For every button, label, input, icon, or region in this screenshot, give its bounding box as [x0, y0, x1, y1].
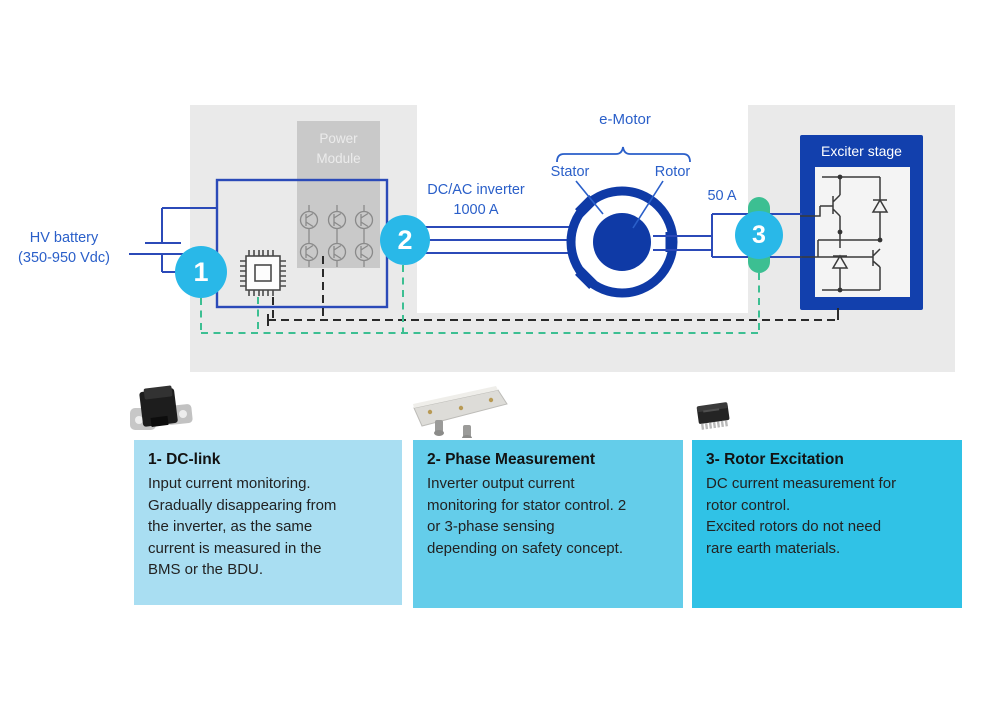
- rotor-label: Rotor: [654, 164, 691, 180]
- stator-label: Stator: [550, 164, 590, 180]
- ic-chip-photo: [696, 402, 730, 430]
- exciter-stage-inner-panel: [815, 167, 910, 297]
- dc-link-sensor-photo: [130, 385, 193, 430]
- card-rotor-excitation-body: DC current measurement for rotor control…: [706, 475, 897, 557]
- marker-3-number: 3: [752, 220, 766, 249]
- hv-battery-label: HV battery (350-950 Vdc): [18, 230, 110, 266]
- exciter-stage-label: Exciter stage: [821, 143, 902, 159]
- phase-sensor-photo: [413, 386, 508, 438]
- measurement-marker-1: 1: [175, 246, 227, 298]
- card-dc-link-title: 1- DC-link: [148, 451, 221, 468]
- measurement-marker-3: 3: [735, 211, 783, 259]
- power-module-box: Power Module: [297, 121, 380, 268]
- card-phase-measurement-title: 2- Phase Measurement: [427, 451, 595, 468]
- power-module-label: Power Module: [316, 131, 361, 167]
- card-phase-measurement: 2- Phase Measurement Inverter output cur…: [413, 440, 683, 608]
- marker-2-number: 2: [397, 224, 413, 255]
- e-motor-label: e-Motor: [599, 111, 651, 128]
- card-dc-link: 1- DC-link Input current monitoring. Gra…: [134, 440, 402, 605]
- measurement-marker-2: 2: [380, 215, 430, 265]
- dc-ac-inverter-label: DC/AC inverter 1000 A: [427, 182, 525, 218]
- rotor-current-label: 50 A: [707, 188, 737, 204]
- card-phase-measurement-body: Inverter output current monitoring for s…: [427, 475, 627, 557]
- marker-1-number: 1: [193, 256, 209, 287]
- card-rotor-excitation-title: 3- Rotor Excitation: [706, 451, 844, 468]
- card-rotor-excitation: 3- Rotor Excitation DC current measureme…: [692, 440, 962, 608]
- card-dc-link-body: Input current monitoring. Gradually disa…: [148, 475, 337, 579]
